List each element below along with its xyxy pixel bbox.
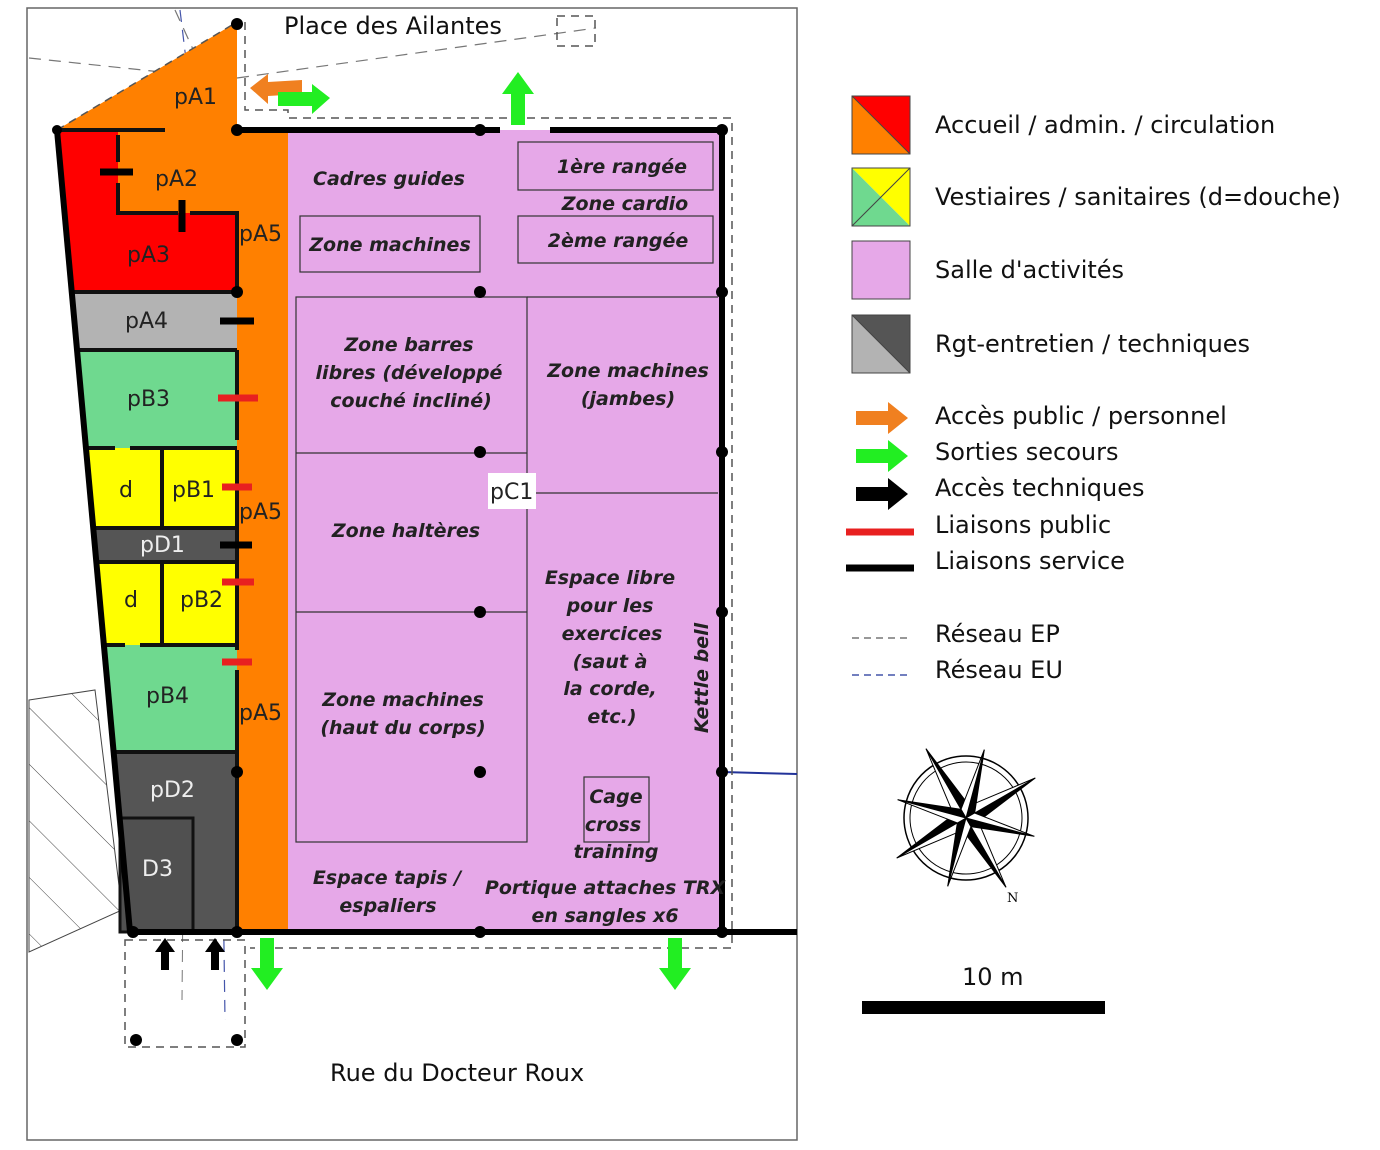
zone-halteres: Zone haltères <box>331 520 480 542</box>
access-arrows <box>155 72 691 990</box>
room-pB2 <box>96 562 237 645</box>
svg-text:(saut à: (saut à <box>573 651 648 673</box>
scale-bar <box>862 1001 1105 1014</box>
legend-label: Liaisons public <box>935 511 1111 539</box>
compass-north-label: N <box>1007 891 1018 906</box>
exit-arrow-icon <box>502 72 534 125</box>
legend-label: Accès public / personnel <box>935 402 1227 430</box>
svg-text:couché incliné): couché incliné) <box>330 390 492 412</box>
legend-label: Liaisons service <box>935 547 1125 575</box>
zone-tapis: Espace tapis / <box>313 867 463 889</box>
link-bars <box>100 168 258 666</box>
svg-text:(haut du corps): (haut du corps) <box>320 717 485 739</box>
svg-text:exercices: exercices <box>562 623 663 645</box>
legend-swatch-accueil <box>851 95 911 155</box>
legend-swatch-salle <box>851 240 911 300</box>
activity-hall <box>288 130 722 932</box>
svg-text:en sangles x6: en sangles x6 <box>531 905 678 927</box>
svg-text:pour les: pour les <box>566 595 654 617</box>
zone-kettle: Kettle bell <box>691 622 713 733</box>
zone-rangee1: 1ère rangée <box>557 156 687 178</box>
zone-outlines <box>295 141 718 843</box>
exit-arrow-icon <box>251 938 283 990</box>
black-arrow-icon <box>856 478 908 510</box>
boundary-lines <box>56 15 733 1048</box>
orange-arrow-icon <box>856 402 908 434</box>
legend-label: Accueil / admin. / circulation <box>935 111 1275 139</box>
svg-text:libres (développé: libres (développé <box>316 362 503 384</box>
legend-swatch-vestiaires <box>851 167 911 227</box>
scale-label: 10 m <box>962 963 1024 991</box>
street-bottom: Rue du Docteur Roux <box>330 1059 584 1087</box>
label-pB4: pB4 <box>146 684 189 709</box>
room-labels: pA1 pA2 pA3 pA4 pA5 pA5 pA5 pB3 d pB1 pD… <box>119 85 533 882</box>
network-connection <box>721 771 798 775</box>
zone-rangee2: 2ème rangée <box>548 230 689 252</box>
zone-cage: Cage <box>589 786 642 808</box>
zone-jambes: Zone machines <box>546 360 709 382</box>
compass-rose-icon: N <box>896 748 1036 906</box>
label-pB1: pB1 <box>172 478 215 503</box>
label-pB3: pB3 <box>127 387 170 412</box>
zone-haut-corps: Zone machines <box>321 689 484 711</box>
room-pA4 <box>72 292 237 350</box>
svg-text:espaliers: espaliers <box>339 895 436 917</box>
zone-trx: Portique attaches TRX <box>485 877 727 899</box>
zone-libre: Espace libre <box>545 567 675 589</box>
zone-cardio: Zone cardio <box>561 193 688 215</box>
green-arrow-icon <box>856 440 908 472</box>
room-D3 <box>118 816 195 934</box>
label-pA4: pA4 <box>125 309 168 334</box>
technical-access-arrow-icon <box>205 938 225 970</box>
legend-label: Accès techniques <box>935 474 1144 502</box>
zone-machines: Zone machines <box>308 234 471 256</box>
public-access-arrow-icon <box>250 74 302 104</box>
legend-label: Salle d'activités <box>935 256 1124 284</box>
label-pA1: pA1 <box>174 85 217 110</box>
label-D3: D3 <box>142 857 173 882</box>
label-pA5: pA5 <box>239 222 282 247</box>
legend-label: Rgt-entretien / techniques <box>935 330 1250 358</box>
zone-barres: Zone barres <box>343 334 473 356</box>
svg-text:(jambes): (jambes) <box>581 388 675 410</box>
label-shower: d <box>119 478 133 503</box>
technical-access-arrow-icon <box>155 938 175 970</box>
label-pA5: pA5 <box>239 701 282 726</box>
zone-cadres: Cadres guides <box>313 168 465 190</box>
label-pD1: pD1 <box>140 533 185 558</box>
legend: Accueil / admin. / circulation Vestiaire… <box>846 95 1341 684</box>
column-dots <box>52 18 728 1046</box>
room-pD1 <box>93 528 237 562</box>
svg-text:la corde,: la corde, <box>563 678 656 700</box>
room-pB3 <box>77 350 237 448</box>
room-pB4 <box>104 645 237 752</box>
svg-text:cross: cross <box>585 814 641 836</box>
label-pA2: pA2 <box>155 167 198 192</box>
street-top: Place des Ailantes <box>284 12 502 40</box>
label-pB2: pB2 <box>180 588 223 613</box>
label-pA3: pA3 <box>127 243 170 268</box>
label-pC1: pC1 <box>490 480 533 505</box>
label-shower: d <box>124 588 138 613</box>
legend-label: Sorties secours <box>935 438 1119 466</box>
exit-arrow-icon <box>278 84 330 114</box>
pC1-label-bg <box>488 473 536 509</box>
room-pA5-fill <box>57 22 288 932</box>
exit-arrow-icon <box>659 938 691 990</box>
legend-label: Réseau EU <box>935 656 1063 684</box>
svg-text:etc.): etc.) <box>587 706 636 728</box>
svg-text:training: training <box>574 841 659 863</box>
legend-label: Réseau EP <box>935 620 1060 648</box>
label-pD2: pD2 <box>150 778 195 803</box>
zone-labels: Cadres guides Zone machines 1ère rangée … <box>308 156 726 927</box>
legend-swatch-technique <box>851 314 911 374</box>
label-pA5: pA5 <box>239 500 282 525</box>
legend-label: Vestiaires / sanitaires (d=douche) <box>935 183 1341 211</box>
